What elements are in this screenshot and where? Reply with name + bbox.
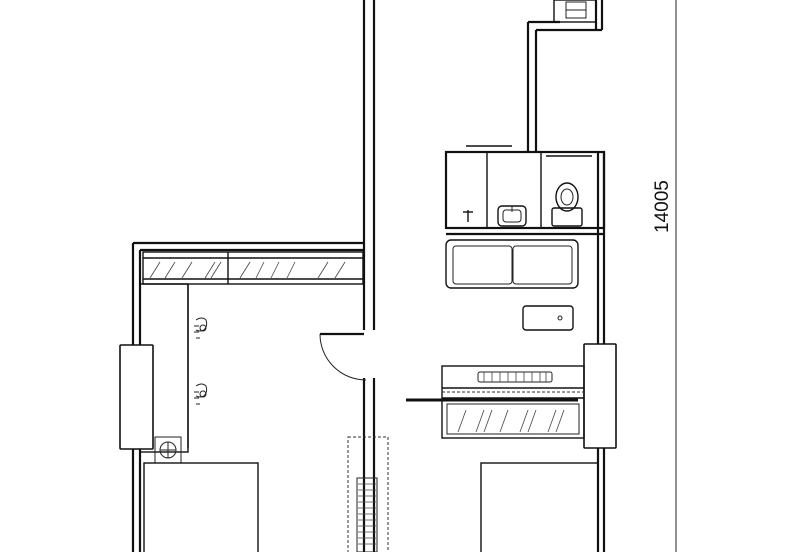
left-room-walls — [131, 241, 364, 552]
toilet-icon — [551, 182, 583, 227]
chair-icon — [194, 383, 208, 405]
chair-icon — [194, 317, 208, 339]
wash-basin-icon — [497, 205, 527, 227]
entry-box — [553, 0, 597, 23]
left-window-column — [119, 344, 154, 450]
central-radiator — [347, 436, 389, 552]
floor-drain-icon — [154, 436, 182, 464]
dimension-line: 14005 — [652, 0, 677, 552]
right-window-column — [583, 343, 617, 449]
entrance-corridor — [526, 0, 604, 152]
right-bed — [480, 462, 599, 552]
side-table — [522, 305, 574, 331]
door-swing — [319, 332, 367, 381]
dimension-label: 14005 — [652, 180, 673, 233]
shower-tap-icon — [463, 210, 473, 222]
central-wall — [362, 0, 376, 552]
left-wardrobe — [142, 251, 364, 285]
sofa — [445, 239, 579, 289]
left-bed — [143, 462, 259, 552]
right-wardrobe — [441, 365, 585, 439]
